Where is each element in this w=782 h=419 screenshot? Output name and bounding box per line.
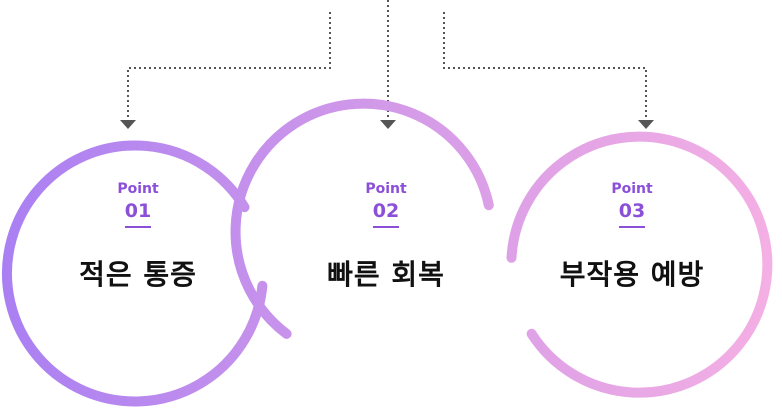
- connector-line-left: [127, 12, 331, 118]
- point-number: 01: [124, 200, 152, 228]
- arrow-down-icon: [380, 120, 396, 129]
- point-title: 부작용 예방: [559, 258, 705, 291]
- point-card-2: Point 02 빠른 회복: [286, 180, 486, 292]
- point-label: Point: [611, 181, 653, 197]
- point-label: Point: [117, 181, 159, 197]
- point-card-3: Point 03 부작용 예방: [532, 180, 732, 292]
- point-card-1: Point 01 적은 통증: [38, 180, 238, 292]
- point-ring-3: [506, 131, 773, 398]
- point-title: 빠른 회복: [327, 258, 445, 291]
- point-number: 02: [372, 200, 400, 228]
- connector-line-right: [443, 12, 647, 118]
- point-title: 적은 통증: [79, 258, 197, 291]
- arrow-down-icon: [638, 120, 654, 129]
- point-number: 03: [618, 200, 646, 228]
- point-label: Point: [365, 181, 407, 197]
- point-ring-2: [230, 98, 494, 339]
- point-ring-1: [2, 140, 268, 407]
- arrow-down-icon: [120, 120, 136, 129]
